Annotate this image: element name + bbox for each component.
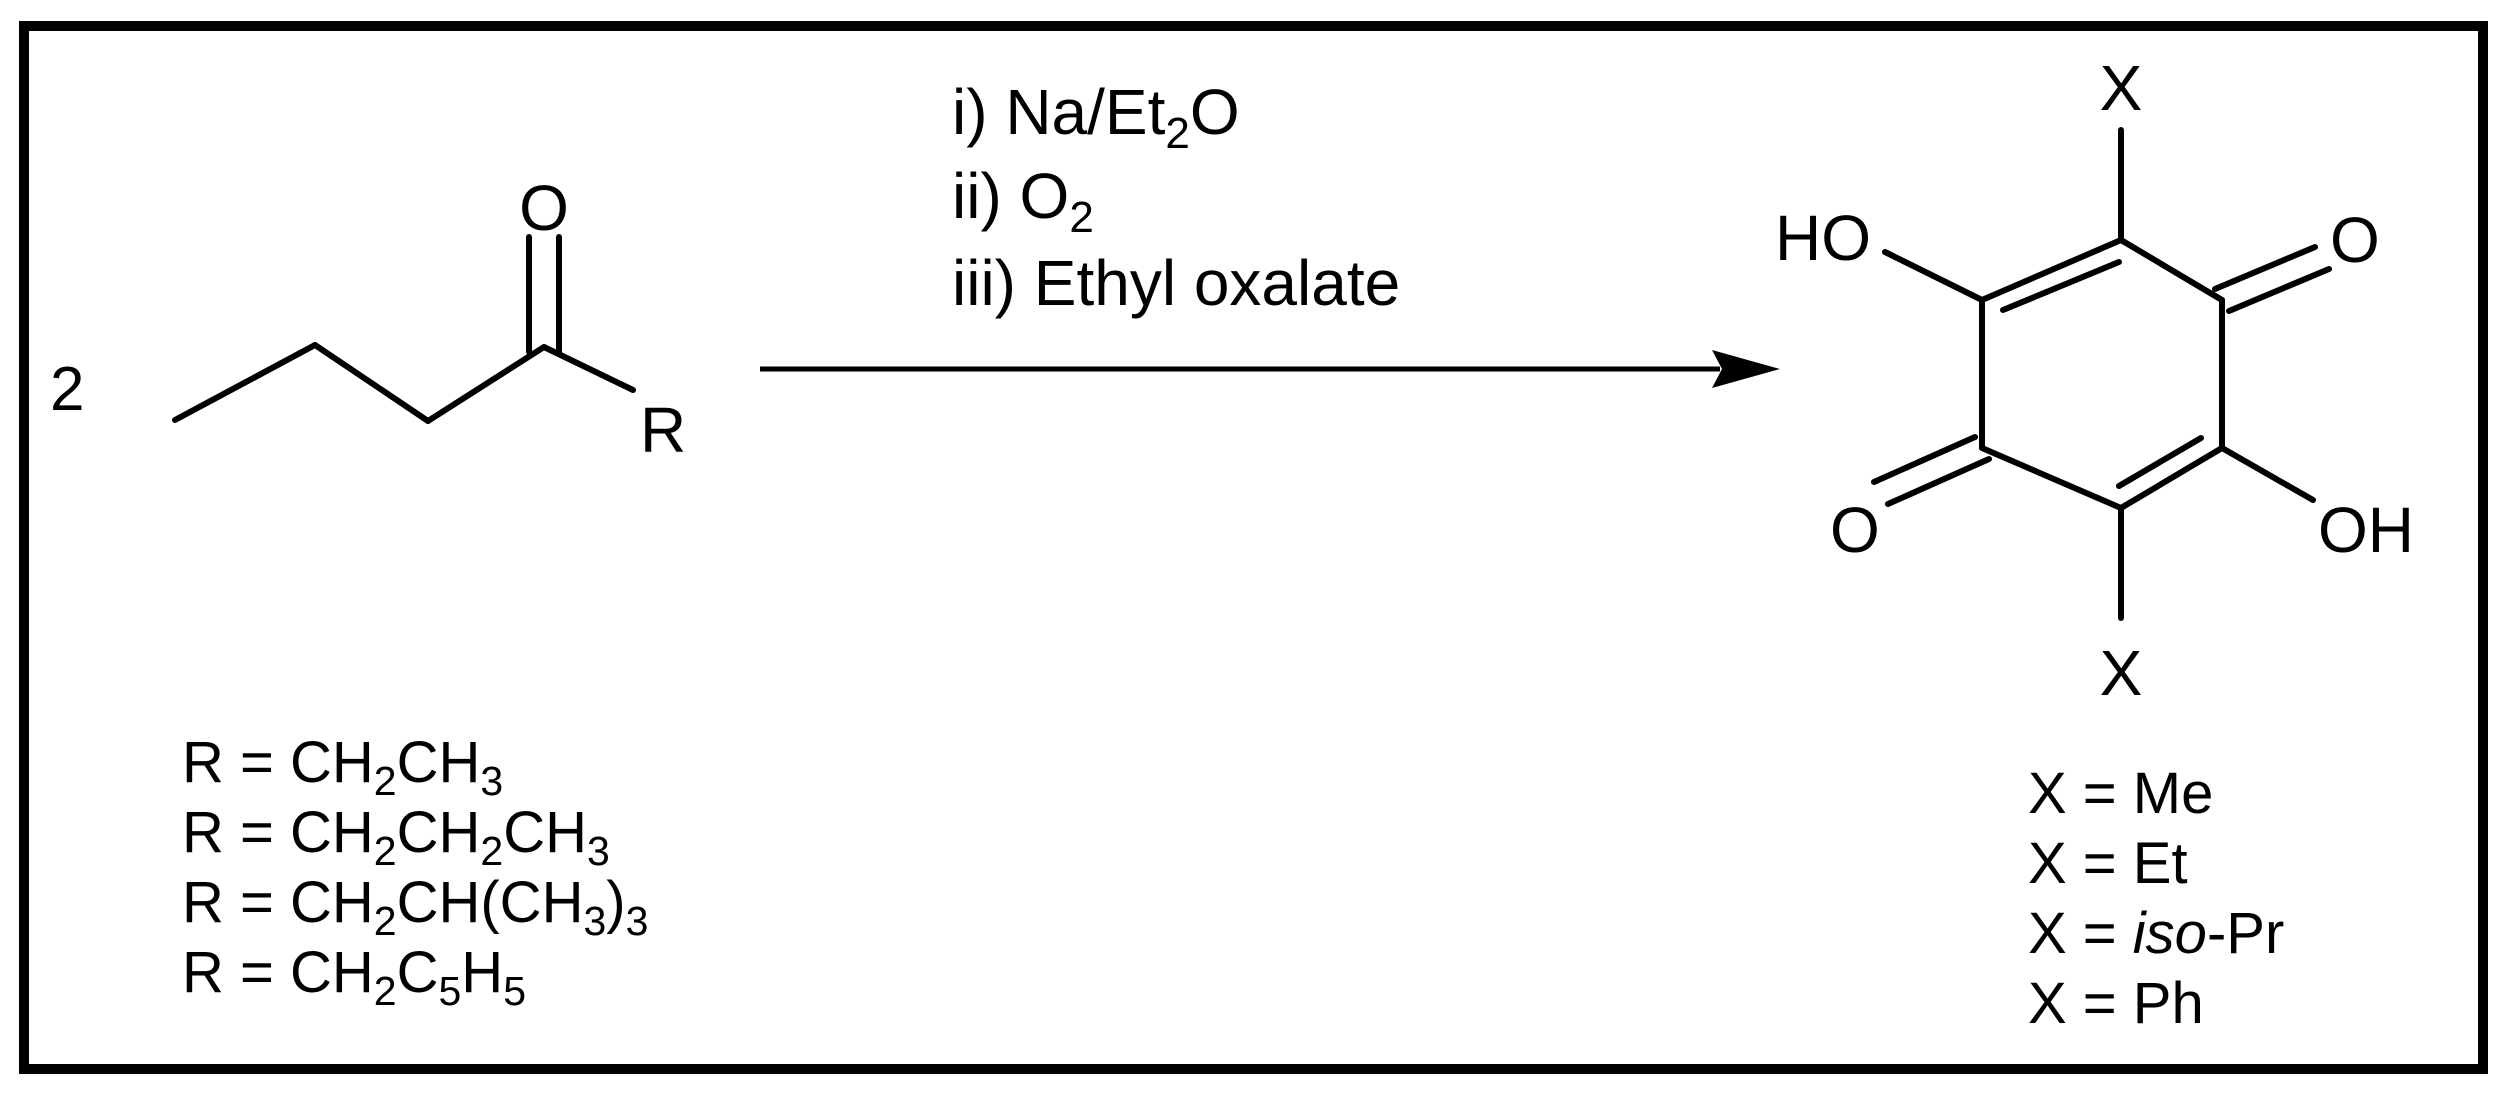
stoichiometric-coefficient: 2 xyxy=(50,355,84,424)
carbonyl-oxygen-right-label: O xyxy=(2330,204,2380,276)
r-group-option-part: 5 xyxy=(503,968,526,1014)
x-group-option-3: X = iso-Pr xyxy=(2028,901,2284,966)
r-group-option-part: CH xyxy=(397,730,481,795)
r-group-option-lhs: R = xyxy=(182,940,290,1005)
x-group-option-part: Et xyxy=(2133,831,2188,896)
r-group-option-part: CH xyxy=(397,800,481,865)
x-group-option-2: X = Et xyxy=(2028,831,2188,896)
r-group-option-part: H xyxy=(461,940,503,1005)
r-group-option-part: 2 xyxy=(374,968,397,1014)
ring-double-inner-top xyxy=(2000,259,2122,313)
x-group-option-1: X = Me xyxy=(2028,761,2213,826)
r-group-option-3: R = CH2CH(CH3)3 xyxy=(182,870,648,944)
r-group-option-part: CH xyxy=(290,730,374,795)
r-group-option-part: 5 xyxy=(438,968,461,1014)
r-group-option-lhs: R = xyxy=(182,730,290,795)
carbonyl-right-b xyxy=(2226,266,2332,314)
r-group-option-part: CH xyxy=(290,940,374,1005)
carbonyl-left-a xyxy=(1871,434,1978,485)
x-group-option-part: iso xyxy=(2133,901,2207,966)
hydroxyl-right-label: OH xyxy=(2318,494,2414,566)
bond-c1-c2 xyxy=(172,342,318,423)
ring-bond-c2-c3 xyxy=(2118,237,2225,303)
r-group-option-part: CH(CH xyxy=(397,870,584,935)
r-group-option-part: 2 xyxy=(374,758,397,804)
r-group-label: R xyxy=(640,394,686,466)
x-group-option-lhs: X = xyxy=(2028,831,2133,896)
frame-border xyxy=(19,21,2488,1074)
bond-to-oh xyxy=(2219,445,2316,503)
reaction-conditions: i) Na/Et2O ii) O2 iii) Ethyl oxalate xyxy=(952,76,1400,319)
r-group-option-lhs: R = xyxy=(182,870,290,935)
bond-c3-c4 xyxy=(425,344,547,424)
r-group-option-part: 3 xyxy=(626,898,649,944)
x-group-option-lhs: X = xyxy=(2028,761,2133,826)
r-group-option-part: ) xyxy=(606,870,625,935)
x-group-option-part: Ph xyxy=(2133,971,2204,1036)
bond-c2-c3 xyxy=(312,342,431,424)
r-group-option-part: C xyxy=(397,940,439,1005)
condition-step-2: ii) O2 xyxy=(952,160,1094,242)
ring-bond-c4-c5 xyxy=(2118,445,2225,511)
x-group-option-lhs: X = xyxy=(2028,901,2133,966)
r-group-option-part: 2 xyxy=(374,828,397,874)
bond-to-ho xyxy=(1882,249,1985,303)
condition-step-1: i) Na/Et2O xyxy=(952,76,1240,158)
r-group-option-part: CH xyxy=(503,800,587,865)
reaction-arrow-head xyxy=(1712,350,1780,388)
x-group-option-4: X = Ph xyxy=(2028,971,2204,1036)
r-group-option-part: 3 xyxy=(480,758,503,804)
r-group-option-2: R = CH2CH2CH3 xyxy=(182,800,610,874)
carbonyl-right-a xyxy=(2212,244,2318,292)
ring-bond-c1-c2 xyxy=(1979,237,2124,303)
ring-double-inner-bottom xyxy=(2116,435,2204,489)
condition-step-3: iii) Ethyl oxalate xyxy=(952,247,1400,319)
x-top-label: X xyxy=(2100,52,2143,124)
x-group-option-part: Me xyxy=(2133,761,2214,826)
r-group-option-part: 3 xyxy=(587,828,610,874)
r-group-option-part: CH xyxy=(290,800,374,865)
x-group-option-lhs: X = xyxy=(2028,971,2133,1036)
x-group-list: X = MeX = EtX = iso-PrX = Ph xyxy=(2028,761,2284,1036)
hydroxyl-left-label: HO xyxy=(1775,202,1871,274)
ring-bond-c5-c6 xyxy=(1979,445,2124,511)
r-group-option-part: 3 xyxy=(583,898,606,944)
carbonyl-left-b xyxy=(1885,456,1992,507)
r-group-option-4: R = CH2C5H5 xyxy=(182,940,526,1014)
x-group-option-part: -Pr xyxy=(2207,901,2284,966)
r-group-option-part: 2 xyxy=(480,828,503,874)
r-group-option-part: CH xyxy=(290,870,374,935)
x-bottom-label: X xyxy=(2100,637,2143,709)
r-group-option-part: 2 xyxy=(374,898,397,944)
r-group-option-1: R = CH2CH3 xyxy=(182,730,503,804)
carbonyl-oxygen-label: O xyxy=(519,172,569,244)
reactant-skeleton xyxy=(172,234,636,424)
product-ring xyxy=(1871,127,2332,621)
carbonyl-oxygen-left-label: O xyxy=(1830,494,1880,566)
r-group-option-lhs: R = xyxy=(182,800,290,865)
